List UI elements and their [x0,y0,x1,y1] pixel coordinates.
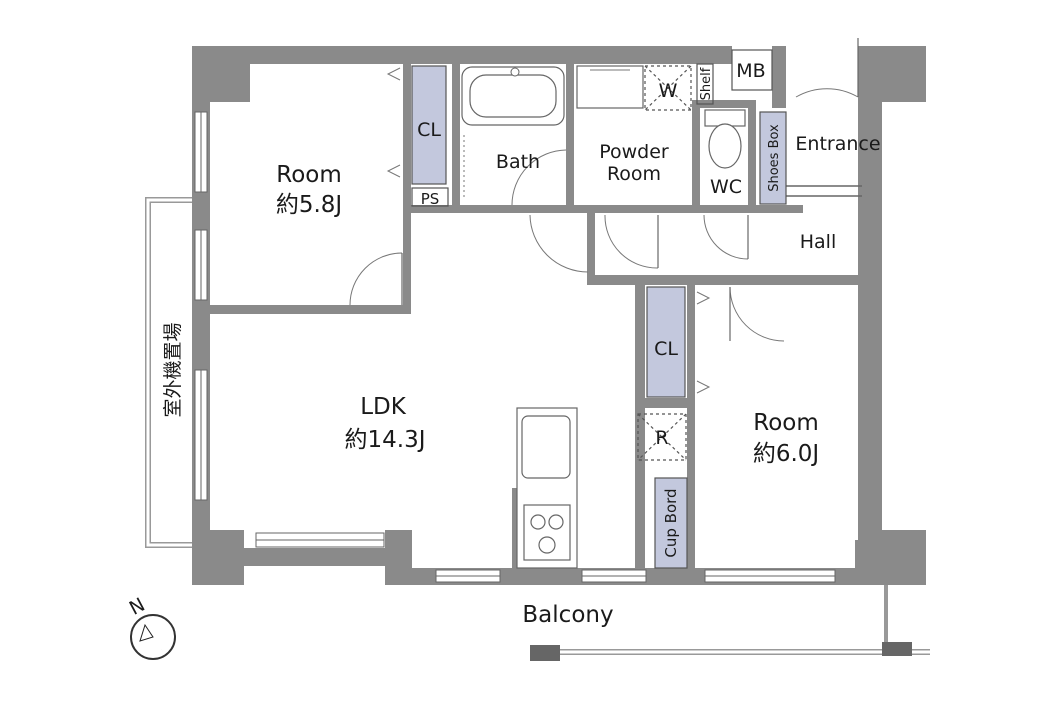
wc-label: WC [710,176,742,198]
shelf-label: Shelf [699,67,714,100]
outdoor-unit-area-label: 室外機置場 [162,322,184,417]
bath-label: Bath [496,151,540,173]
shoes-box [759,111,787,205]
entrance-label: Entrance [795,133,880,155]
washer-label: W [659,80,678,102]
powder-sink [576,65,644,109]
powder-room-label-2: Room [607,163,661,185]
cupboard [654,477,688,569]
closet-upper-label: CL [417,119,441,141]
bathtub [461,66,565,126]
shoes-box-label: Shoes Box [767,124,782,192]
kitchen-counter [516,407,578,569]
mb-label: MB [736,60,765,82]
interior-walls [210,64,877,568]
ps-box [411,187,449,207]
closet-arrows [386,67,711,394]
powder-room-label-1: Powder [599,141,669,163]
ldk-size: 約14.3J [345,427,426,453]
windows [194,111,836,583]
hall-label: Hall [800,231,837,253]
cupboard-label: Cup Bord [662,488,680,557]
compass: N [126,594,176,660]
room-west-size: 約5.8J [276,192,342,218]
room-east-label: Room [753,410,819,436]
room-east-size: 約6.0J [753,441,819,467]
toilet [704,109,746,169]
ldk-label: LDK [360,394,407,420]
closet-middle [646,286,686,398]
shelf-box [696,63,714,105]
closet-middle-label: CL [654,338,678,360]
outdoor-unit-area [145,197,194,548]
doors [349,38,859,342]
ps-label: PS [421,190,440,208]
room-west-label: Room [276,162,342,188]
refrigerator-space [637,413,687,461]
mb-box [731,49,773,91]
balcony-label: Balcony [522,602,613,628]
balcony-rail [231,585,930,662]
washer-space [644,65,692,111]
refrigerator-label: R [655,427,668,449]
closet-upper [411,65,447,185]
